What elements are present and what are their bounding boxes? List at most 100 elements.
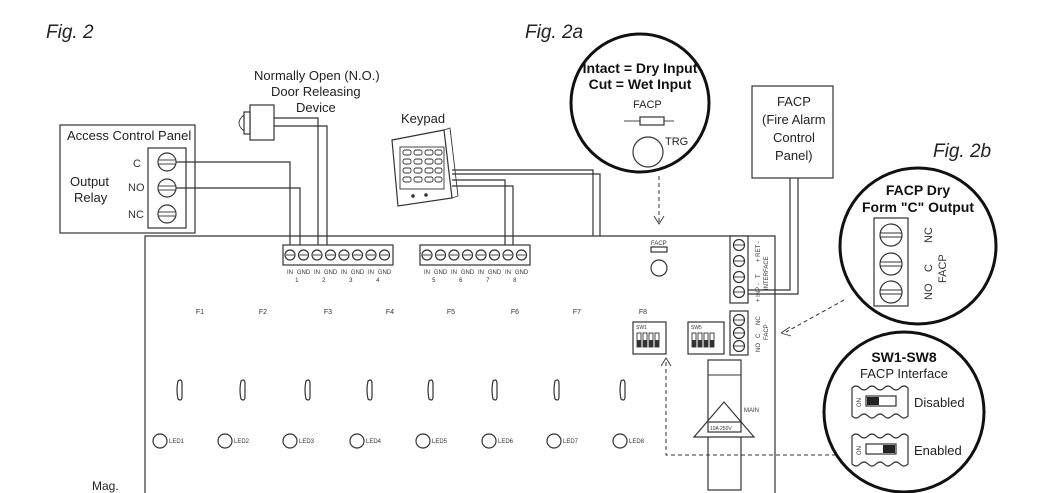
terminal-number: 4: [376, 278, 380, 284]
terminal-label: IN: [368, 270, 374, 276]
terminal-number: 3: [349, 278, 353, 284]
terminal-screw: [365, 249, 377, 261]
terminal-number: 6: [459, 278, 463, 284]
facp-term-label: FACP: [764, 324, 770, 340]
led-label: LED2: [234, 439, 250, 445]
terminal-screw: [448, 249, 460, 261]
facp-box-line-2: (Fire Alarm: [762, 112, 826, 127]
facp-terminal-block: NO C NC FACP: [729, 310, 770, 356]
sw-enabled-on: ON: [857, 446, 863, 455]
terminal-label: IN: [341, 270, 347, 276]
relay-screw-nc: [157, 204, 177, 224]
terminal-screw: [434, 249, 447, 261]
fuse-label: F5: [447, 309, 455, 316]
led-indicator: LED3: [282, 433, 315, 449]
door-device-label-3: Device: [296, 100, 336, 115]
terminal-label: GND: [461, 270, 475, 276]
led-label: LED6: [498, 439, 514, 445]
facp-term-nc: NC: [756, 316, 762, 325]
terminal-screw: [338, 249, 350, 261]
facp-term-no: NO: [756, 343, 762, 352]
terminal-label: GND: [488, 270, 502, 276]
form-c-output-label: Form "C" Output: [862, 199, 974, 215]
dip-switch-2-label: SW5: [691, 325, 702, 331]
terminal-label: GND: [378, 270, 392, 276]
main-fuse: 10A 250V MAIN: [692, 359, 759, 491]
fuse-holder: [366, 379, 373, 401]
terminal-number: 1: [295, 278, 299, 284]
sw-disabled-switch: ON Disabled: [851, 385, 965, 419]
interface-term-ret: + RET -: [756, 241, 762, 262]
cut-wet-input-label: Cut = Wet Input: [589, 76, 692, 92]
facp-jumper: FACP: [650, 241, 668, 277]
terminal-number: 5: [432, 278, 436, 284]
fuse-holder: [427, 379, 434, 401]
relay-screw-c: [157, 152, 177, 172]
mag-label: Mag.: [92, 479, 119, 493]
relay-screw-no: [157, 178, 177, 198]
led-label: LED4: [366, 439, 382, 445]
dip-switch-1-label: SW1: [636, 325, 647, 331]
fuse-label: F1: [196, 309, 204, 316]
interface-label: INTERFACE: [764, 256, 770, 290]
led-label: LED8: [629, 439, 645, 445]
fig-2a-callout: Intact = Dry Input Cut = Wet Input FACP …: [569, 32, 711, 174]
fuse-label: F2: [259, 309, 267, 316]
jumper-resistor: [639, 116, 665, 126]
led-indicator: LED2: [217, 433, 250, 449]
terminal-label: GND: [324, 270, 338, 276]
terminal-screw: [515, 249, 528, 261]
fig-2b-nc: NC: [923, 227, 935, 243]
fig-2b-label: Fig. 2b: [933, 141, 991, 162]
sw-callout: SW1-SW8 FACP Interface ON Disabled ON En…: [822, 330, 986, 493]
fig-2-label: Fig. 2: [46, 22, 94, 43]
door-device-body: [249, 104, 275, 141]
fuse-label: F6: [511, 309, 519, 316]
led-label: LED3: [299, 439, 315, 445]
led-indicator: LED5: [415, 433, 448, 449]
terminal-label: GND: [515, 270, 529, 276]
fig-2b-callout: FACP Dry Form "C" Output NC C NO FACP: [838, 166, 998, 326]
terminal-label: GND: [434, 270, 448, 276]
wires: [176, 117, 799, 295]
door-device-label-2: Door Releasing: [271, 84, 361, 99]
led-label: LED7: [563, 439, 579, 445]
led-indicator: LED4: [349, 433, 382, 449]
terminal-label: IN: [314, 270, 320, 276]
relay-term-nc: NC: [128, 209, 144, 221]
fig-2a-facp-label: FACP: [633, 99, 662, 111]
led-label: LED5: [432, 439, 448, 445]
terminal-number: 2: [322, 278, 326, 284]
dip-switch-2: SW5: [687, 321, 725, 355]
input-terminal-block-1: [282, 244, 394, 266]
fuse-holder: [491, 379, 498, 401]
fuse-label: F8: [639, 309, 647, 316]
keypad: Keypad: [391, 111, 459, 207]
dip-switch-1: SW1: [632, 321, 667, 355]
facp-box-line-4: Panel): [775, 148, 813, 163]
door-releasing-device: Normally Open (N.O.) Door Releasing Devi…: [238, 68, 380, 141]
sw-callout-title: SW1-SW8: [871, 349, 937, 365]
terminal-screw: [378, 249, 391, 261]
led-row: LED1 LED2 LED3 LED4 LED5 LED6 LED7 LED8: [152, 433, 645, 449]
terminal-label: IN: [451, 270, 457, 276]
terminal-screw: [297, 249, 310, 261]
interface-terminal-block: + INP - T + RET - INTERFACE: [729, 235, 770, 304]
fig-2b-c: C: [923, 264, 935, 272]
fuse-holder: [304, 379, 311, 401]
terminal-label: IN: [424, 270, 430, 276]
facp-box-line-1: FACP: [777, 94, 811, 109]
interface-term-t: T: [756, 274, 762, 278]
led-label: LED1: [169, 439, 185, 445]
fuse-holder: [176, 379, 183, 401]
fuse-rating: 10A 250V: [710, 426, 732, 432]
led-indicator: LED8: [612, 433, 645, 449]
keypad-label: Keypad: [401, 111, 445, 126]
main-board-outline: [144, 235, 776, 493]
fig-2b-facp: FACP: [937, 254, 949, 283]
fuse-label: F7: [573, 309, 581, 316]
trg-circle: [650, 259, 668, 277]
terminal-screw: [351, 249, 364, 261]
